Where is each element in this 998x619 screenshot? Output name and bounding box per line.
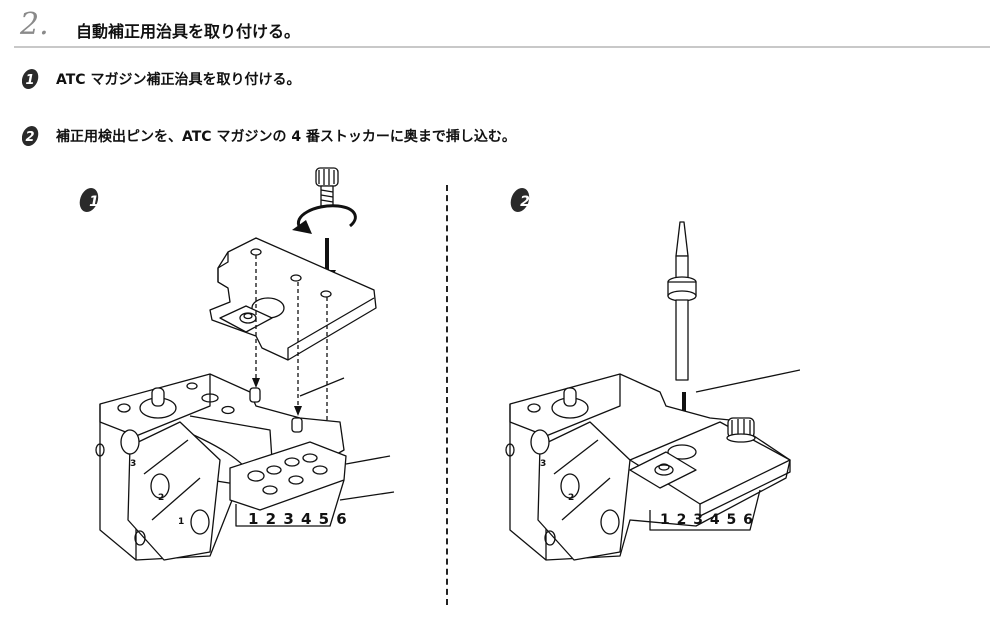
step-1: 1 ATC マガジン補正治具を取り付ける。 [22, 67, 300, 91]
detection-pin [667, 221, 697, 381]
header-rule [14, 46, 990, 48]
jig-plate [209, 237, 377, 361]
step-1-badge: 1 [22, 69, 39, 89]
rotor-number-2: 2 [568, 493, 574, 503]
step-1-badge-number: 1 [25, 73, 34, 88]
screw-icon [315, 167, 339, 207]
rotor-number-3: 3 [130, 459, 136, 469]
rotor-number-2: 2 [158, 493, 164, 503]
section-header: 2. 自動補正用治具を取り付ける。 [0, 0, 998, 50]
rotor-number-3: 3 [540, 459, 546, 469]
guide-lines [255, 255, 328, 440]
figure-2-badge: 2 [510, 188, 530, 212]
step-2: 2 補正用検出ピンを、ATC マガジンの 4 番ストッカーに奥まで挿し込む。 [22, 124, 516, 148]
section-number: 2. [20, 7, 49, 42]
rotate-arrow-icon [292, 204, 357, 234]
section-title: 自動補正用治具を取り付ける。 [76, 22, 301, 41]
step-1-text: ATC マガジン補正治具を取り付ける。 [56, 72, 301, 88]
knob-icon [726, 417, 756, 443]
slot-numbers: 1 2 3 4 5 6 [660, 512, 754, 528]
figure-1-badge: 1 [79, 188, 99, 212]
step-2-badge: 2 [22, 126, 39, 146]
atc-magazine: 3 2 1 [95, 373, 395, 561]
slot-numbers: 1 2 3 4 5 6 [248, 510, 348, 528]
step-2-badge-number: 2 [25, 130, 34, 145]
figure-1-badge-number: 1 [89, 194, 99, 210]
figure-1-illustration: 1 [79, 167, 395, 561]
figure-divider [446, 185, 448, 605]
rotor-number-1: 1 [178, 517, 184, 527]
atc-magazine: 3 2 [505, 369, 800, 561]
figure-2-illustration: 2 3 2 [505, 188, 800, 561]
figure-2-badge-number: 2 [520, 194, 530, 210]
step-2-text: 補正用検出ピンを、ATC マガジンの 4 番ストッカーに奥まで挿し込む。 [56, 129, 516, 145]
